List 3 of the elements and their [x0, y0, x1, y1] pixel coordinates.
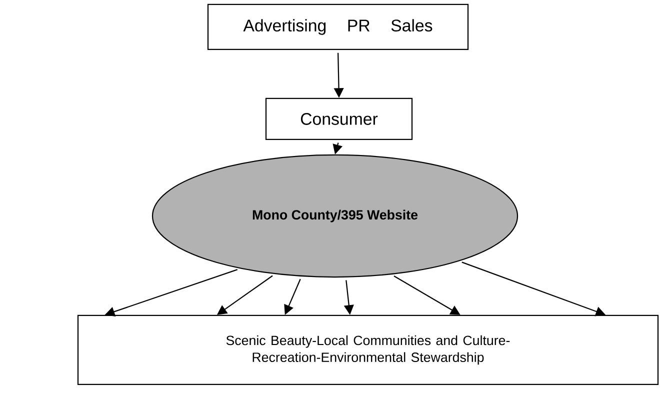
topics-box: Scenic Beauty-Local Communities and Culture-Recreation-Environmental Stewardship	[77, 314, 659, 386]
process-box: Consumer	[265, 98, 413, 140]
process-box: Advertising PR Sales	[207, 4, 469, 50]
